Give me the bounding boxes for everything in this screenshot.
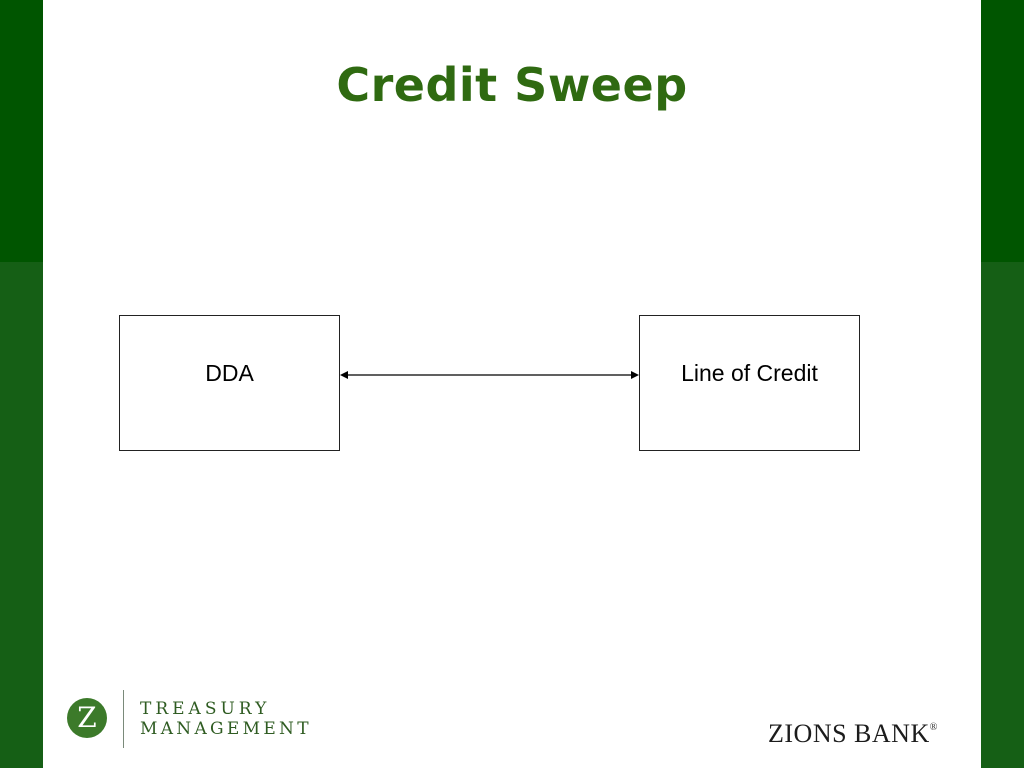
z-logo-icon: Z bbox=[67, 698, 107, 738]
arrow-head-left bbox=[340, 371, 348, 379]
dda-box: DDA bbox=[119, 315, 340, 451]
treasury-management-logo: Z TREASURY MANAGEMENT bbox=[63, 686, 353, 750]
logo-line-management: MANAGEMENT bbox=[140, 719, 312, 739]
logo-line-treasury: TREASURY bbox=[140, 699, 271, 719]
slide-title: Credit Sweep bbox=[336, 58, 688, 112]
line-of-credit-box: Line of Credit bbox=[639, 315, 860, 451]
line-of-credit-label: Line of Credit bbox=[681, 360, 818, 386]
zions-bank-name: ZIONS BANK bbox=[768, 719, 930, 748]
slide-canvas: Credit Sweep DDA Line of Credit Z TREASU… bbox=[43, 0, 981, 768]
logo-divider bbox=[123, 690, 124, 748]
bidirectional-arrow bbox=[340, 371, 639, 379]
zions-bank-logo: ZIONS BANK® bbox=[768, 719, 938, 749]
left-green-band bbox=[0, 0, 43, 768]
dda-label: DDA bbox=[205, 360, 254, 386]
right-green-band bbox=[981, 0, 1024, 768]
arrow-head-right bbox=[631, 371, 639, 379]
registered-mark: ® bbox=[929, 722, 938, 733]
